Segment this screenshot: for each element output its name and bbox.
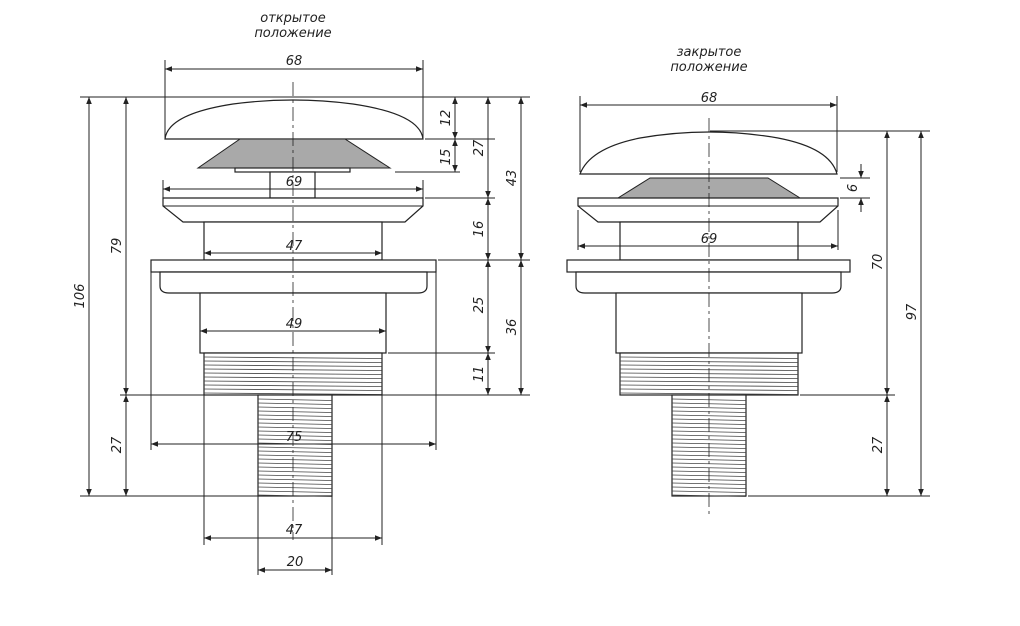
closed-dim-flange-width: 69 [701,232,718,247]
open-dim-thread-width: 47 [286,523,303,538]
open-dim-thread-height: 11 [472,366,487,383]
closed-base-flange-lower [575,271,842,294]
open-cap-dome [164,99,424,140]
open-position-view: открытое положение [73,11,530,575]
open-dim-neck-width: 47 [286,239,303,254]
open-dim-mid-height: 36 [505,319,520,336]
open-dim-flange-to-bottom: 79 [110,238,125,255]
closed-base-flange [566,259,851,273]
open-dim-stem-height: 15 [439,149,454,166]
open-tail-thread-lines [257,398,333,497]
open-caption-line1: открытое [260,11,325,26]
open-dim-overall: 106 [73,284,88,309]
open-dim-flange-width: 69 [286,175,303,190]
closed-top-ring [577,197,839,223]
open-dim-tail-height: 27 [110,436,125,453]
closed-cap-dome [579,131,838,175]
open-grey-cone [196,138,392,169]
open-dim-tail-width: 20 [287,555,304,570]
open-dim-cap-height: 12 [439,110,454,127]
open-dim-base-width: 75 [286,430,303,445]
closed-dim-cap-width: 68 [701,91,718,106]
open-dim-ring-height: 16 [472,221,487,238]
closed-position-view: закрытое положение [566,45,930,516]
closed-dim-tail-height: 27 [871,436,886,453]
open-base-flange-lower [159,271,428,294]
open-dim-sleeve-height: 25 [472,297,487,314]
closed-dim-overall: 97 [905,303,920,320]
open-caption-line2: положение [254,26,331,41]
open-base-flange [150,259,437,273]
closed-caption-line2: положение [670,60,747,75]
closed-caption-line1: закрытое [677,45,742,60]
open-dim-upper-height: 27 [472,139,487,156]
open-dim-cap-width: 68 [286,54,303,69]
open-tail-thread [257,394,333,497]
closed-dim-gap: 6 [846,184,861,192]
open-cone-base [234,167,351,173]
closed-dim-body-height: 70 [871,254,886,271]
open-dim-sleeve-width: 49 [286,317,303,332]
open-stem [269,171,316,199]
open-dim-total-top: 43 [505,170,520,187]
